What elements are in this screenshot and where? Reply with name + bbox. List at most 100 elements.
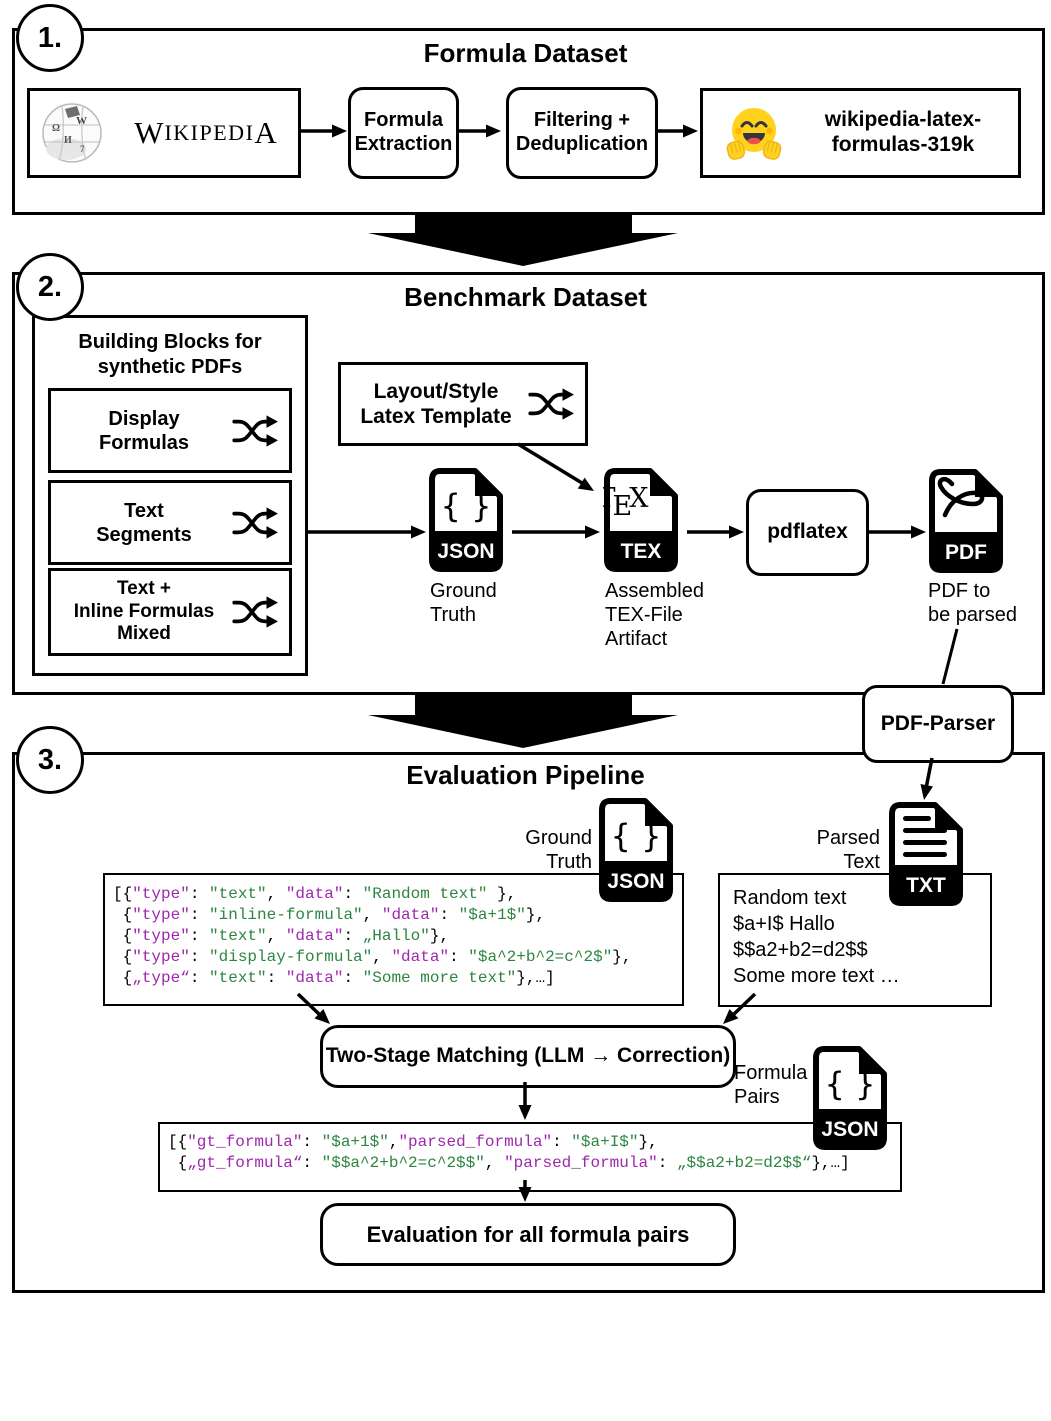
text-segments-block: Text Segments <box>48 480 292 565</box>
pdf-to-be-parsed-caption: PDF to be parsed <box>928 579 1017 627</box>
wordmark-final: A <box>254 114 278 150</box>
tex-logo: TEX <box>603 483 649 522</box>
section-evaluation-pipeline <box>12 752 1045 1293</box>
text-lines-glyph <box>903 816 947 857</box>
filtering-line1: Filtering + <box>533 109 631 132</box>
formula-extraction-line1: Formula <box>364 109 443 132</box>
pdflatex-label: pdflatex <box>767 520 848 544</box>
braces-glyph: { } <box>825 1065 876 1103</box>
layout-style-template-box: Layout/Style Latex Template <box>338 362 588 446</box>
two-stage-matching-step: Two-Stage Matching (LLM → Correction) <box>320 1025 736 1088</box>
braces-glyph: { } <box>441 487 492 525</box>
tex-file-icon: TEX TEX <box>603 468 678 572</box>
layout-style-line2: Latex Template <box>360 405 512 428</box>
text-segments-line2: Segments <box>96 523 192 546</box>
hf-dataset-name-line2: formulas-319k <box>831 133 975 156</box>
section-number-1-label: 1. <box>37 21 63 54</box>
shuffle-icon <box>232 506 278 539</box>
section-number-3-label: 3. <box>37 743 63 776</box>
ground-truth-caption: Ground Truth <box>430 579 497 627</box>
evaluation-step: Evaluation for all formula pairs <box>320 1203 736 1266</box>
assembled-line2: TEX-File <box>605 604 683 626</box>
building-blocks-title: Building Blocks for synthetic PDFs <box>35 330 305 380</box>
formula-extraction-line2: Extraction <box>354 133 453 155</box>
display-formulas-line1: Display <box>108 407 180 430</box>
wikipedia-globe-icon: Ω W И 7 <box>42 103 102 163</box>
section-number-1: 1. <box>16 4 84 72</box>
pdf-file-icon: PDF <box>929 469 1003 573</box>
json-band-label: JSON <box>607 870 664 893</box>
layout-style-label: Layout/Style Latex Template <box>341 379 525 429</box>
ground-truth-line2: Truth <box>546 851 592 873</box>
display-formulas-label: Display Formulas <box>51 407 229 455</box>
shuffle-icon <box>232 596 278 628</box>
shuffle-icon <box>232 414 278 447</box>
json-band-label: JSON <box>437 540 494 563</box>
ground-truth-line1: Ground <box>430 580 497 602</box>
ground-truth-caption: Ground Truth <box>500 826 592 874</box>
json-file-icon: { } JSON <box>429 468 503 572</box>
building-blocks-title-line2: synthetic PDFs <box>97 356 243 378</box>
filtering-deduplication-step: Filtering +Deduplication <box>506 87 658 179</box>
parsed-text-line1: Parsed <box>816 827 880 849</box>
text-inline-line1: Text + <box>116 577 172 599</box>
assembled-line3: Artifact <box>605 628 668 650</box>
txt-band-label: TXT <box>906 874 946 897</box>
svg-text:W: W <box>76 115 87 127</box>
json-band-label: JSON <box>821 1118 878 1141</box>
display-formulas-block: Display Formulas <box>48 388 292 473</box>
shuffle-icon <box>528 388 574 420</box>
formula-pairs-caption: Formula Pairs <box>734 1061 807 1109</box>
formula-pairs-json-snippet: [{"gt_formula": "$a+1$","parsed_formula"… <box>158 1122 902 1192</box>
pdf-parser-label: PDF-Parser <box>880 711 996 735</box>
braces-glyph: { } <box>611 817 662 855</box>
parsed-text-line2: Text <box>843 851 880 873</box>
text-inline-formulas-block: Text + Inline Formulas Mixed <box>48 568 292 656</box>
text-segments-line1: Text <box>124 499 164 522</box>
filtering-line2: Deduplication <box>515 133 649 155</box>
txt-file-icon: TXT <box>889 802 963 906</box>
text-inline-line2: Inline Formulas <box>73 600 215 622</box>
display-formulas-line2: Formulas <box>98 431 190 454</box>
building-blocks-title-line1: Building Blocks for <box>78 331 262 353</box>
formula-pairs-line1: Formula <box>734 1062 808 1084</box>
hf-dataset-name-line1: wikipedia-latex- <box>824 108 982 132</box>
block-arrow-2-to-3 <box>368 695 678 748</box>
section-2-title: Benchmark Dataset <box>404 282 647 312</box>
json-file-icon: { } JSON <box>813 1046 887 1150</box>
tex-band-label: TEX <box>621 540 662 563</box>
building-blocks-box: Building Blocks for synthetic PDFs Displ… <box>32 315 308 676</box>
formula-pairs-line2: Pairs <box>734 1086 780 1108</box>
hugging-face-icon <box>726 108 782 160</box>
section-1-title: Formula Dataset <box>423 38 628 68</box>
ground-truth-line2: Truth <box>430 604 476 626</box>
pdf-to-line2: be parsed <box>928 604 1017 626</box>
acrobat-ribbon-glyph <box>937 476 985 518</box>
pdf-band-label: PDF <box>945 541 987 564</box>
assembled-line1: Assembled <box>605 580 704 602</box>
section-number-3: 3. <box>16 726 84 794</box>
json-file-icon: { } JSON <box>599 798 673 902</box>
wordmark-middle: IKIPEDI <box>164 120 255 146</box>
evaluation-label: Evaluation for all formula pairs <box>366 1221 690 1247</box>
huggingface-dataset-box: wikipedia-latex- formulas-319k <box>700 88 1021 178</box>
parsed-text-caption: Parsed Text <box>796 826 880 874</box>
ground-truth-json-snippet: [{"type": "text", "data": "Random text" … <box>103 873 684 1006</box>
pdflatex-step: pdflatex <box>746 489 869 576</box>
pdf-parser-step: PDF-Parser <box>862 685 1014 763</box>
wordmark-initial: W <box>134 114 165 150</box>
text-inline-line3: Mixed <box>117 623 171 645</box>
section-number-2-label: 2. <box>37 270 63 303</box>
text-inline-formulas-label: Text + Inline Formulas Mixed <box>51 578 229 646</box>
svg-text:И: И <box>64 135 72 146</box>
assembled-tex-caption: Assembled TEX-File Artifact <box>605 579 704 651</box>
block-arrow-1-to-2 <box>368 213 678 266</box>
pdf-to-line1: PDF to <box>928 580 991 602</box>
section-3-title: Evaluation Pipeline <box>406 760 645 790</box>
section-number-2: 2. <box>16 253 84 321</box>
text-segments-label: Text Segments <box>51 499 229 547</box>
